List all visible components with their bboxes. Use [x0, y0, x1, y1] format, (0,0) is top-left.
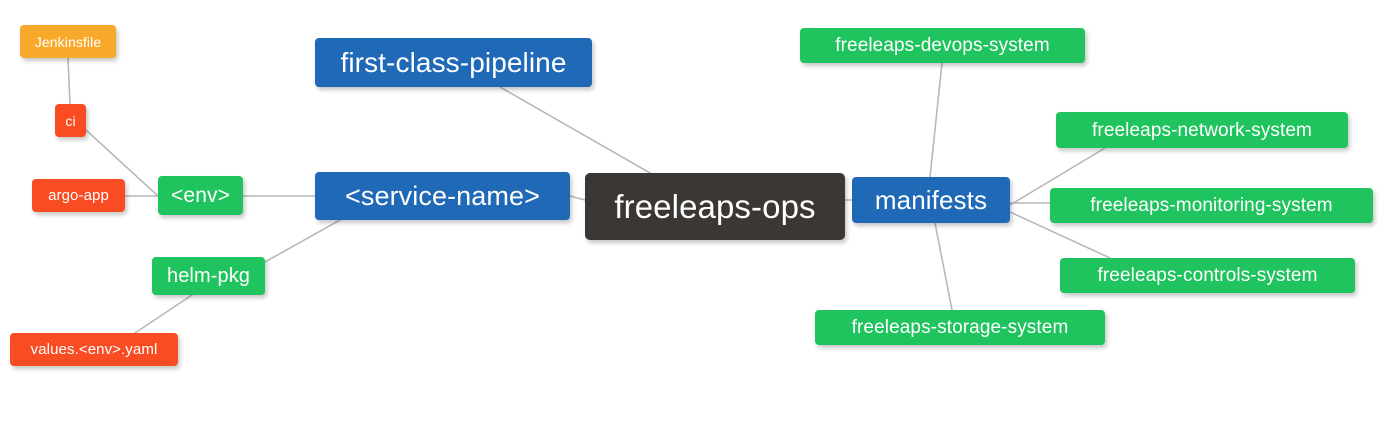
node-argo-app[interactable]: argo-app [32, 179, 125, 212]
edge-manifests-to-freeleaps-storage-system [934, 222, 953, 311]
edge-jenkinsfile-to-ci [67, 57, 71, 105]
edge-manifests-to-freeleaps-devops-system [929, 62, 943, 178]
node-ci[interactable]: ci [55, 104, 86, 137]
node-jenkinsfile[interactable]: Jenkinsfile [20, 25, 116, 58]
node-manifests[interactable]: manifests [852, 177, 1010, 223]
node-first-class-pipeline[interactable]: first-class-pipeline [315, 38, 592, 87]
node-freeleaps-monitoring-system[interactable]: freeleaps-monitoring-system [1050, 188, 1373, 223]
node-freeleaps-network-system[interactable]: freeleaps-network-system [1056, 112, 1348, 148]
node-freeleaps-devops-system[interactable]: freeleaps-devops-system [800, 28, 1085, 63]
node-freeleaps-ops[interactable]: freeleaps-ops [585, 173, 845, 240]
node-values-yaml[interactable]: values.<env>.yaml [10, 333, 178, 366]
node-freeleaps-controls-system[interactable]: freeleaps-controls-system [1060, 258, 1355, 293]
edge-values-yaml-to-helm-pkg [134, 294, 193, 334]
edge-first-class-pipeline-to-freeleaps-ops [499, 86, 651, 174]
edge-helm-pkg-to-service-name [264, 219, 341, 263]
node-freeleaps-storage-system[interactable]: freeleaps-storage-system [815, 310, 1105, 345]
node-service-name[interactable]: <service-name> [315, 172, 570, 220]
node-helm-pkg[interactable]: helm-pkg [152, 257, 265, 295]
edge-service-name-to-freeleaps-ops [569, 195, 586, 201]
node-env[interactable]: <env> [158, 176, 243, 215]
